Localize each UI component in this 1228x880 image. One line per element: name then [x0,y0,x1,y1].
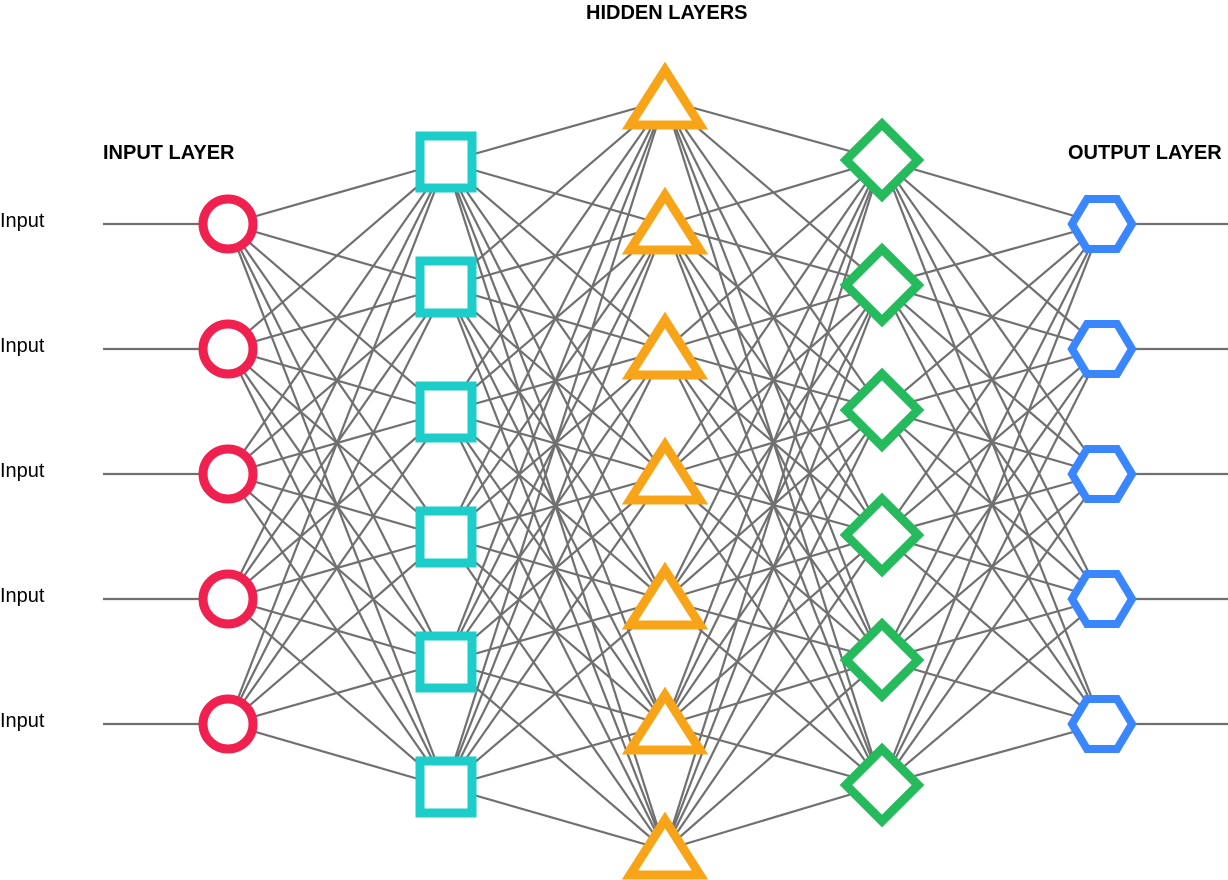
hidden-node-square [415,381,477,443]
connection-line [663,159,884,851]
connection-line [227,536,447,725]
connection-line [227,660,447,726]
connection-line [663,284,884,851]
hidden-node-triangle [621,186,709,255]
hidden-node-square [415,506,477,568]
connection-line [881,222,1103,287]
input-label: Input [0,585,45,607]
input-node [198,194,258,254]
connection-line [227,160,447,226]
connection-line [664,159,883,351]
hidden-node-diamond [839,617,925,703]
input-label: Input [0,335,45,357]
output-node [1067,195,1137,253]
connection-line [664,534,883,851]
connection-line [227,161,447,600]
connection-line [664,98,883,162]
connection-line [445,99,666,413]
connection-line [445,349,666,788]
connection-line [664,158,883,227]
input-label: Input [0,710,45,732]
connection-line [881,158,1103,226]
connection-line [663,159,884,726]
input-label: Input [0,210,45,232]
output-node [1067,695,1137,753]
input-node [198,444,258,504]
connection-line [881,722,1103,787]
output-node [1067,320,1137,378]
connections [103,98,1228,852]
connection-line [664,659,883,851]
output-node [1067,570,1137,628]
connection-line [881,223,1103,661]
connection-line [664,783,883,852]
connection-line [445,785,666,852]
connection-line [881,598,1103,786]
connection-line [445,99,666,288]
hidden-node-square [415,756,477,818]
connection-line [881,223,1103,536]
connection-line [227,161,447,350]
connection-line [227,286,447,725]
hidden-node-square [415,631,477,693]
input-layer-label: INPUT LAYER [103,142,235,164]
hidden-node-triangle [621,811,709,880]
input-node [198,319,258,379]
hidden-node-triangle [621,436,709,505]
connection-line [227,411,447,725]
hidden-node-diamond [839,242,925,328]
hidden-node-triangle [621,561,709,630]
hidden-node-diamond [839,742,925,828]
hidden-layers-label: HIDDEN LAYERS [586,2,748,24]
hidden-node-triangle [621,311,709,380]
output-node [1067,445,1137,503]
connection-line [226,161,448,725]
connection-line [445,99,666,538]
hidden-node-diamond [839,117,925,203]
connection-line [444,224,667,788]
connection-line [445,599,666,788]
hidden-node-triangle [621,61,709,130]
connection-line [445,474,666,788]
connection-line [445,723,666,789]
connection-line [227,722,447,789]
connection-line [881,473,1103,786]
connection-line [881,348,1103,786]
output-layer-label: OUTPUT LAYER [1068,142,1222,164]
connection-line [664,409,883,851]
connection-line [664,159,883,601]
connection-line [664,159,883,476]
hidden-node-square [415,256,477,318]
hidden-node-diamond [839,367,925,453]
hidden-node-triangle [621,686,709,755]
input-label: Input [0,460,45,482]
connection-line [445,98,666,164]
input-node [198,694,258,754]
connection-line [880,223,1104,786]
nodes [198,61,1137,880]
connection-line [444,99,667,663]
connection-line [444,99,667,788]
connection-line [881,223,1103,411]
connection-line [227,161,447,475]
hidden-node-diamond [839,492,925,578]
hidden-node-square [415,131,477,193]
input-node [198,569,258,629]
